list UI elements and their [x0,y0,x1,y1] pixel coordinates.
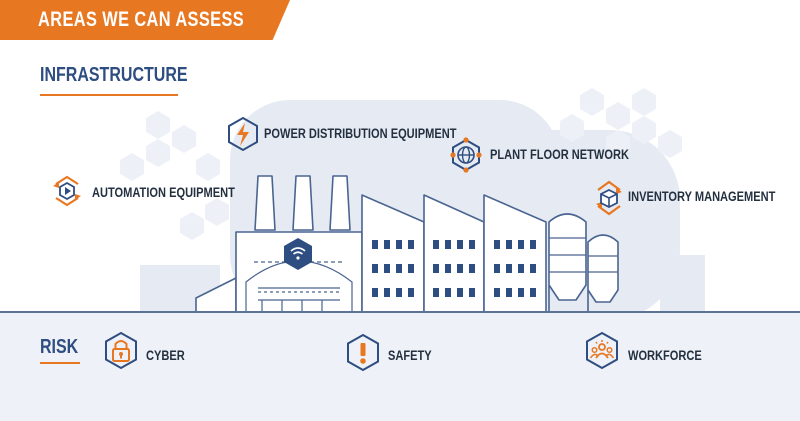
title-banner [0,0,290,40]
infrastructure-underline [40,94,178,96]
inventory-management-label: INVENTORY MANAGEMENT [628,189,776,204]
silo [548,213,587,313]
cyber-label: CYBER [146,348,185,363]
warning-icon [347,333,379,372]
chimney [329,175,351,231]
banner-title: AREAS WE CAN ASSESS [38,8,245,31]
hexagon-shape [606,102,630,130]
hexagon-shape [172,125,196,153]
hexagon-shape [632,88,656,116]
hexagon-shape [560,114,584,142]
silo [587,234,619,313]
hexagon-shape [580,88,604,116]
box-cycle-icon [596,180,622,216]
risk-band [0,312,800,421]
backdrop-shape [660,255,705,315]
hexagon-shape [146,111,170,139]
padlock-icon [105,331,137,370]
hexagon-shape [658,130,682,158]
lightning-bolt-icon [228,116,258,152]
hexagon-shape [632,116,656,144]
wifi-badge-icon [284,238,312,270]
risk-underline [40,362,80,364]
power-distribution-label: POWER DISTRIBUTION EQUIPMENT [264,126,457,141]
ground-line [0,311,800,313]
hexagon-shape [180,212,204,240]
people-group-icon [586,331,618,370]
hexagon-shape [606,130,630,158]
workforce-label: WORKFORCE [628,348,702,363]
infrastructure-heading: INFRASTRUCTURE [40,64,188,86]
backdrop-shape [335,100,505,210]
network-globe-icon [450,137,482,173]
automation-equipment-label: AUTOMATION EQUIPMENT [92,185,235,200]
risk-heading: RISK [40,336,79,358]
play-cycle-icon [53,175,81,207]
hexagon-shape [146,139,170,167]
sawtooth-building [483,194,547,313]
hexagon-shape [196,153,220,181]
safety-label: SAFETY [388,348,432,363]
chimney [292,175,314,231]
plant-floor-network-label: PLANT FLOOR NETWORK [490,147,629,162]
sawtooth-building [361,194,425,313]
hexagon-shape [120,153,144,181]
hexagon-shape [205,198,229,226]
chimney [254,175,276,231]
annex [195,277,237,313]
